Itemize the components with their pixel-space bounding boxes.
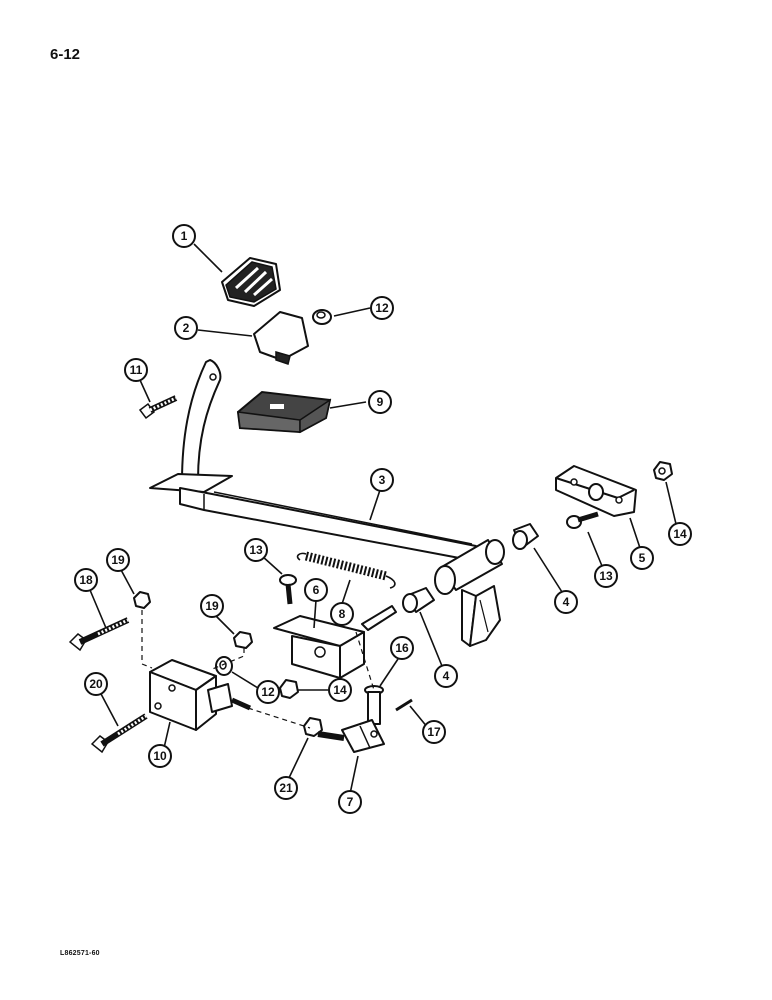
bolt-20-part [90,713,148,754]
svg-text:4: 4 [563,595,570,609]
pedal-block-part [253,311,309,365]
callout-18: 18 [74,568,98,592]
callout-2: 2 [174,316,198,340]
nut-14-part [653,461,673,481]
callout-13-left: 13 [244,538,268,562]
bolt-18-part [68,617,130,652]
svg-text:3: 3 [379,473,386,487]
bolt-11-part [138,395,178,420]
callout-9: 9 [368,390,392,414]
svg-text:19: 19 [111,553,125,567]
bushing-4-part [402,523,539,613]
callout-20: 20 [84,672,108,696]
pedal-pad-part [221,257,281,307]
plate-5-part [555,465,637,517]
callout-7: 7 [338,790,362,814]
svg-text:20: 20 [89,677,103,691]
pedal-shaft-part [149,473,477,561]
nut-19-lower-part [233,631,253,649]
clevis-pin-16-part [364,685,384,725]
callout-8: 8 [330,602,354,626]
page-number: 6-12 [50,46,81,63]
leader-lines [89,243,677,795]
svg-text:14: 14 [333,683,347,697]
callout-11: 11 [124,358,148,382]
svg-text:4: 4 [443,669,450,683]
callout-1: 1 [172,224,196,248]
callout-13-right: 13 [594,564,618,588]
callout-16: 16 [390,636,414,660]
callout-17: 17 [422,720,446,744]
svg-text:19: 19 [205,599,219,613]
nut-14-lower-part [279,679,299,699]
bushing-part [312,309,332,325]
pad-block-part [236,390,332,434]
bolt-13-right-part [566,511,599,529]
callout-6: 6 [304,578,328,602]
svg-text:2: 2 [183,321,190,335]
svg-text:18: 18 [79,573,93,587]
callout-14-right: 14 [668,522,692,546]
nut-21-part [303,717,323,737]
svg-text:16: 16 [395,641,409,655]
callout-19-upper: 19 [106,548,130,572]
pivot-tube-part [434,539,505,647]
svg-text:12: 12 [375,301,389,315]
svg-text:11: 11 [130,363,143,377]
callout-14-lower: 14 [328,678,352,702]
svg-text:5: 5 [639,551,646,565]
svg-text:13: 13 [249,543,263,557]
bushing-12-lower-part [215,656,233,676]
svg-text:9: 9 [377,395,384,409]
callout-3: 3 [370,468,394,492]
callout-19-lower: 19 [200,594,224,618]
svg-text:6: 6 [313,583,320,597]
spring-8-part [296,551,396,589]
cotter-pin-17-part [395,698,413,712]
callout-12-top: 12 [370,296,394,320]
svg-text:12: 12 [261,685,275,699]
bolt-13-left-part [279,574,297,605]
figure-reference-code: L862571-60 [60,950,100,957]
svg-text:14: 14 [673,527,687,541]
svg-text:17: 17 [427,725,441,739]
callout-5: 5 [630,546,654,570]
svg-text:7: 7 [347,795,354,809]
svg-text:1: 1 [181,229,188,243]
alignment-lines [141,610,375,729]
callout-4-right: 4 [554,590,578,614]
callout-12-lower: 12 [256,680,280,704]
svg-text:21: 21 [279,781,293,795]
svg-text:13: 13 [599,569,613,583]
callout-10: 10 [148,744,172,768]
nut-19-upper-part [133,591,151,609]
valve-block-part [149,659,252,731]
pedal-arm-part [181,359,222,483]
clevis-7-part [317,719,385,753]
callout-4-left: 4 [434,664,458,688]
svg-text:10: 10 [153,749,167,763]
svg-text:8: 8 [339,607,346,621]
bracket-6-part [273,605,397,679]
callout-21: 21 [274,776,298,800]
